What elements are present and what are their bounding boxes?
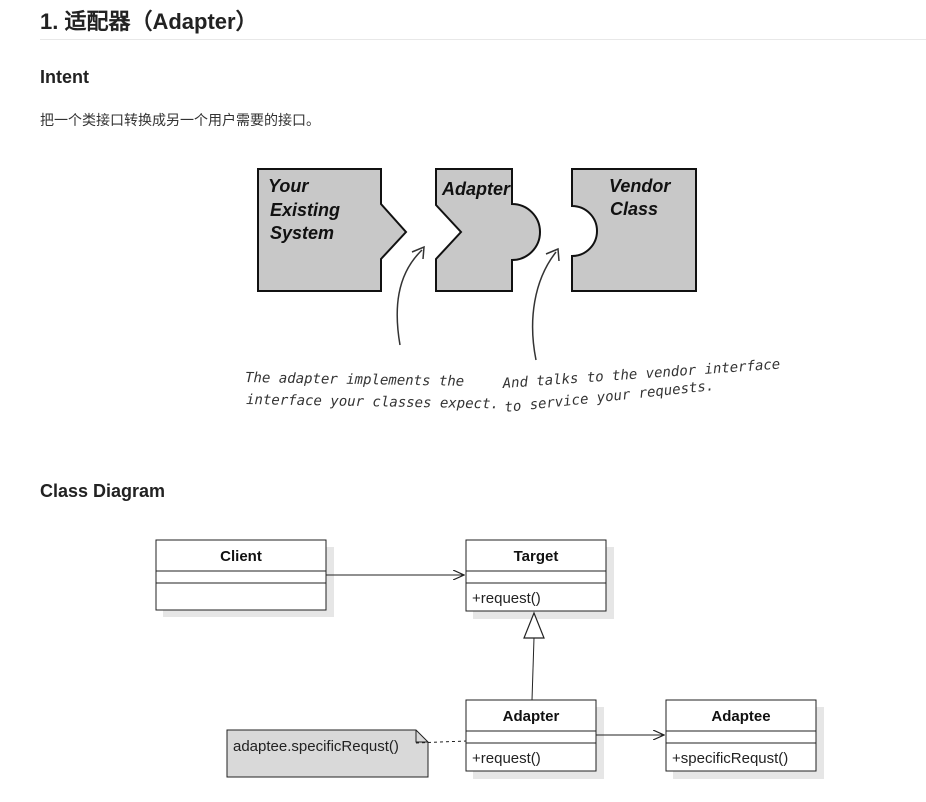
target-class-name: Target <box>514 548 559 565</box>
intent-text: 把一个类接口转换成另一个用户需要的接口。 <box>40 112 320 128</box>
adapter-piece <box>435 168 541 292</box>
left-note-line-1: The adapter implements the <box>245 370 464 390</box>
implementation-note: adaptee.specificRequst() <box>226 729 429 778</box>
target-class: Target +request() <box>465 539 614 619</box>
generalization-triangle <box>523 611 545 639</box>
adaptee-class-method: +specificRequst() <box>672 750 788 767</box>
existing-system-label-1: Your <box>268 176 309 196</box>
adapter-class: Adapter +request() <box>465 699 604 779</box>
adapter-piece-label: Adapter <box>441 179 511 199</box>
vendor-class-label-2: Class <box>610 199 658 219</box>
left-note-line-2: interface your classes expect. <box>246 392 499 412</box>
left-arrow-head <box>411 245 425 260</box>
intent-heading: Intent <box>40 67 89 87</box>
existing-system-label-2: Existing <box>270 200 340 220</box>
right-arrow-head <box>545 247 560 262</box>
page-title: 1. 适配器（Adapter） <box>40 9 258 34</box>
adaptee-class-name: Adaptee <box>711 708 770 725</box>
right-annotation-arrow <box>531 251 557 361</box>
client-class-name: Client <box>220 548 262 565</box>
target-class-method: +request() <box>472 590 541 607</box>
adaptee-class: Adaptee +specificRequst() <box>665 699 824 779</box>
existing-system-label-3: System <box>270 223 334 243</box>
adapter-class-method: +request() <box>472 750 541 767</box>
adapter-class-name: Adapter <box>503 708 560 725</box>
client-class: Client <box>155 539 334 617</box>
left-annotation-arrow <box>396 249 423 346</box>
existing-system-piece <box>257 168 408 292</box>
uml-class-diagram: Client Target +request() Adapter +reques… <box>155 539 824 779</box>
adapter-illustration: Your Existing System Adapter Vendor Clas… <box>245 168 781 416</box>
adapter-target-generalization <box>531 637 535 701</box>
class-diagram-heading: Class Diagram <box>40 481 166 501</box>
title-divider <box>40 39 926 40</box>
note-connector <box>415 740 467 744</box>
vendor-class-piece <box>571 168 697 292</box>
note-text: adaptee.specificRequst() <box>233 738 399 755</box>
vendor-class-label-1: Vendor <box>609 176 671 196</box>
